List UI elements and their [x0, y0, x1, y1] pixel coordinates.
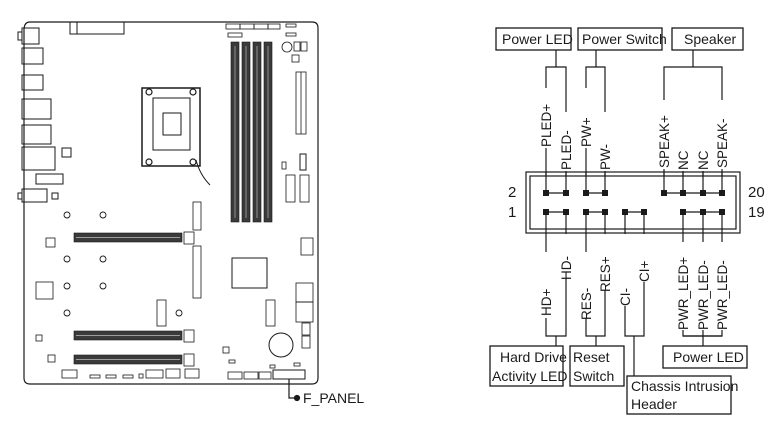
chassis-intrusion-label-1: Chassis Intrusion [631, 378, 738, 394]
speaker-label: Speaker [684, 31, 736, 47]
connector-inner [529, 175, 737, 230]
hdd-led-label-2: Activity LED [492, 368, 567, 384]
pin-label-bottom: CI+ [637, 261, 652, 283]
bracket [585, 66, 606, 112]
motherboard [17, 21, 319, 402]
pin-label-bottom: RES+ [598, 256, 613, 292]
speaker-box [671, 27, 744, 51]
board-outline [23, 21, 319, 385]
cpu-socket [141, 87, 211, 186]
hdd-led-label-1: Hard Drive [500, 349, 567, 365]
connector-outer [525, 171, 741, 234]
f-panel-header[interactable] [272, 369, 306, 380]
pin-label-top: PLED+ [539, 104, 554, 147]
pin-label-top: PW+ [579, 117, 594, 147]
cmos-battery [268, 332, 294, 358]
pcie-slots [73, 232, 183, 365]
pin-label-bottom: PWR_LED+ [676, 257, 691, 330]
pin-label-top: PLED- [559, 130, 574, 170]
f-panel-callout-line [288, 379, 296, 399]
pin-number-19: 19 [748, 204, 765, 221]
pin-label-bottom: PWR_LED- [696, 260, 711, 330]
power-led-box [495, 27, 572, 51]
f-panel-callout-label: F_PANEL [303, 390, 364, 406]
power-led-bottom-label: Power LED [673, 349, 744, 365]
reset-label-2: Switch [573, 368, 614, 384]
power-led-bottom-box [662, 345, 748, 369]
power-switch-box [577, 27, 663, 51]
pin-number-20: 20 [748, 184, 765, 201]
power-led-label: Power LED [502, 31, 573, 47]
pin-label-top: SPEAK- [715, 118, 730, 168]
pin-label-bottom: PWR_LED- [715, 260, 730, 330]
pin-label-bottom: HD+ [539, 289, 554, 316]
pin-label-top: NC [676, 150, 691, 170]
hdd-led-box [489, 345, 564, 387]
pin-label-top: SPEAK+ [657, 115, 672, 168]
fan-headers-top [225, 23, 308, 63]
bracket [663, 66, 723, 100]
pin-number-2: 2 [508, 184, 516, 201]
chassis-intrusion-label-2: Header [631, 396, 677, 412]
chassis-intrusion-box [626, 375, 732, 415]
top-connector [69, 21, 125, 35]
rear-io [17, 27, 72, 203]
dimm-slots [230, 41, 273, 223]
pin-label-bottom: CI- [618, 288, 633, 306]
pin-number-1: 1 [508, 204, 516, 221]
wires [545, 50, 723, 376]
pin-label-bottom: RES- [579, 288, 594, 320]
top-group-boxes [489, 27, 748, 415]
power-switch-label: Power Switch [582, 31, 667, 47]
bottom-headers [61, 359, 301, 380]
pin-label-top: NC [696, 150, 711, 170]
reset-label-1: Reset [573, 349, 610, 365]
pin-label-bottom: HD- [559, 256, 574, 280]
m2-screws [63, 211, 183, 317]
atx-power-connector [295, 71, 307, 135]
chipset [231, 257, 268, 289]
pin-label-top: PW- [598, 144, 613, 170]
reset-switch-box [569, 345, 625, 387]
pins [543, 190, 725, 215]
